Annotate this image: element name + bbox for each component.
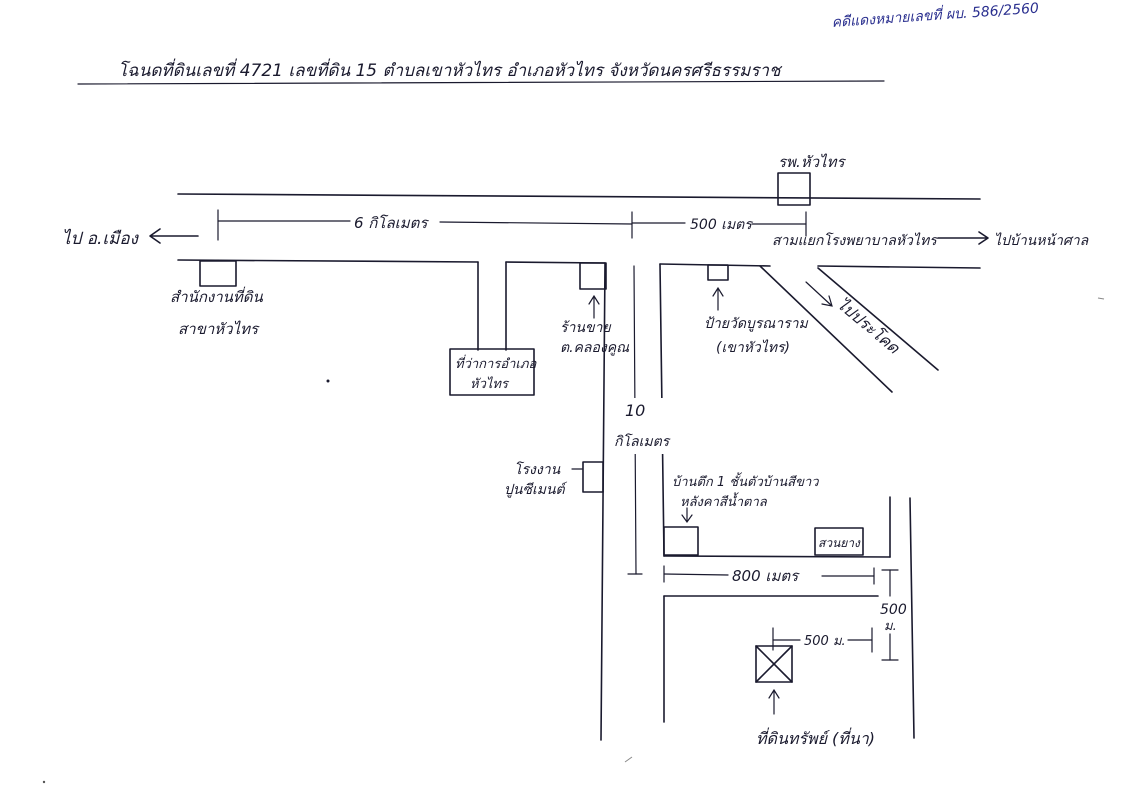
land-office-building	[199, 260, 237, 287]
shop-arrow	[588, 294, 600, 319]
dim-500m-side-unit: ม.	[884, 619, 897, 634]
dim-6km	[217, 209, 633, 241]
dim-10km-value: 10	[625, 401, 645, 420]
rubber-plantation-label: สวนยาง	[818, 536, 861, 550]
property-marker	[755, 645, 793, 683]
school-building	[777, 172, 811, 206]
to-banna-label: ไปบ้านหน้าศาล	[994, 232, 1090, 249]
to-mueang-arrow	[149, 228, 199, 244]
house-arrow	[681, 507, 693, 524]
cement-factory-building	[582, 461, 604, 493]
dim-500m-side	[881, 569, 899, 661]
district-office-label-2: หัวไทร	[470, 376, 510, 392]
district-office-road	[477, 261, 507, 351]
land-office-label-2: สาขาหัวไทร	[178, 320, 260, 338]
stray-dot	[42, 780, 46, 784]
district-office-building	[449, 348, 535, 396]
shop-label-1: ร้านขาย	[560, 320, 611, 336]
stray-mark	[1097, 297, 1105, 300]
to-prakhot-arrow	[805, 281, 833, 307]
temple-sign-label-2: (เขาหัวไทร)	[716, 339, 790, 356]
diagonal-road	[759, 265, 939, 393]
house-building	[663, 526, 699, 556]
dim-6km-label: 6 กิโลเมตร	[354, 214, 429, 232]
school-label: รพ.หัวไทร	[778, 153, 846, 171]
to-mueang-label: ไป อ.เมือง	[62, 228, 140, 249]
shop-building	[579, 262, 607, 290]
land-office-label-1: สำนักงานที่ดิน	[170, 286, 264, 306]
dim-500m-side-value: 500	[880, 602, 907, 618]
dim-500m-top	[631, 211, 807, 237]
lower-road	[663, 496, 915, 739]
house-label-1: บ้านตึก 1 ชั้นตัวบ้านสีขาว	[672, 472, 819, 490]
to-prakhot-label: ไปประโคด	[833, 295, 904, 359]
map-title: โฉนดที่ดินเลขที่ 4721 เลขที่ดิน 15 ตำบลเ…	[118, 58, 783, 81]
property-arrow	[768, 688, 780, 715]
temple-sign-arrow	[712, 286, 724, 311]
temple-sign-box	[707, 264, 729, 281]
cement-factory-label-1: โรงงาน	[514, 461, 561, 478]
dim-10km-label-bg	[612, 398, 672, 454]
stray-mark	[624, 756, 633, 763]
main-road	[177, 193, 981, 269]
district-office-label-1: ที่ว่าการอำเภอ	[455, 354, 537, 372]
stray-dot	[326, 379, 330, 383]
rubber-plantation-box	[814, 527, 864, 556]
to-banna-arrow	[937, 231, 989, 245]
dim-10km-unit: กิโลเมตร	[614, 433, 671, 450]
junction-label: สามแยกโรงพยาบาลหัวไทร	[772, 232, 938, 249]
property-label: ที่ดินทรัพย์ (ที่นา)	[756, 727, 875, 748]
house-label-2: หลังคาสีน้ำตาล	[680, 492, 768, 510]
dim-500m-top-label: 500 เมตร	[690, 217, 753, 233]
dim-800m	[663, 565, 875, 585]
shop-label-2: ต.คลองคูณ	[560, 340, 630, 356]
case-reference: คดีแดงหมายเลขที่ ผบ. 586/2560	[831, 0, 1040, 31]
temple-sign-label-1: ป้ายวัดบูรณาราม	[704, 316, 809, 332]
cement-factory-label-2: ปูนซีเมนต์	[504, 481, 568, 498]
dim-800m-label: 800 เมตร	[732, 567, 800, 585]
title-underline	[77, 80, 885, 85]
dim-500m-inner-label: 500 ม.	[804, 634, 846, 649]
